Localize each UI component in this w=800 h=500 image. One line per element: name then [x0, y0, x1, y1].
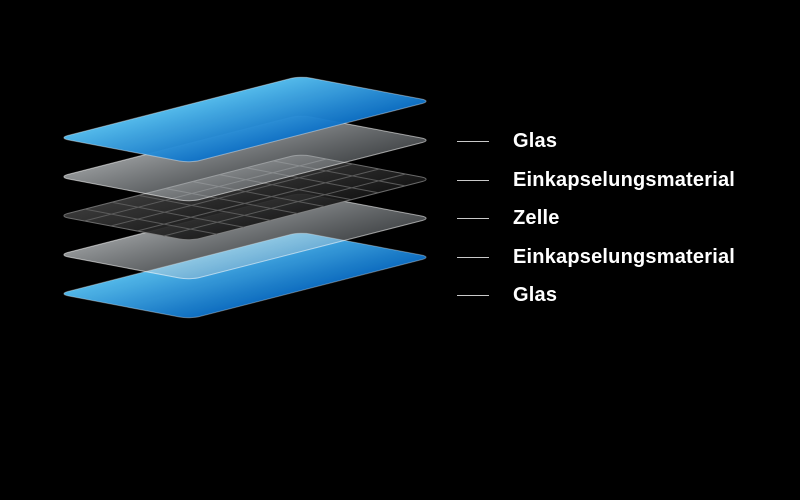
- layer-glass-top: [58, 76, 432, 163]
